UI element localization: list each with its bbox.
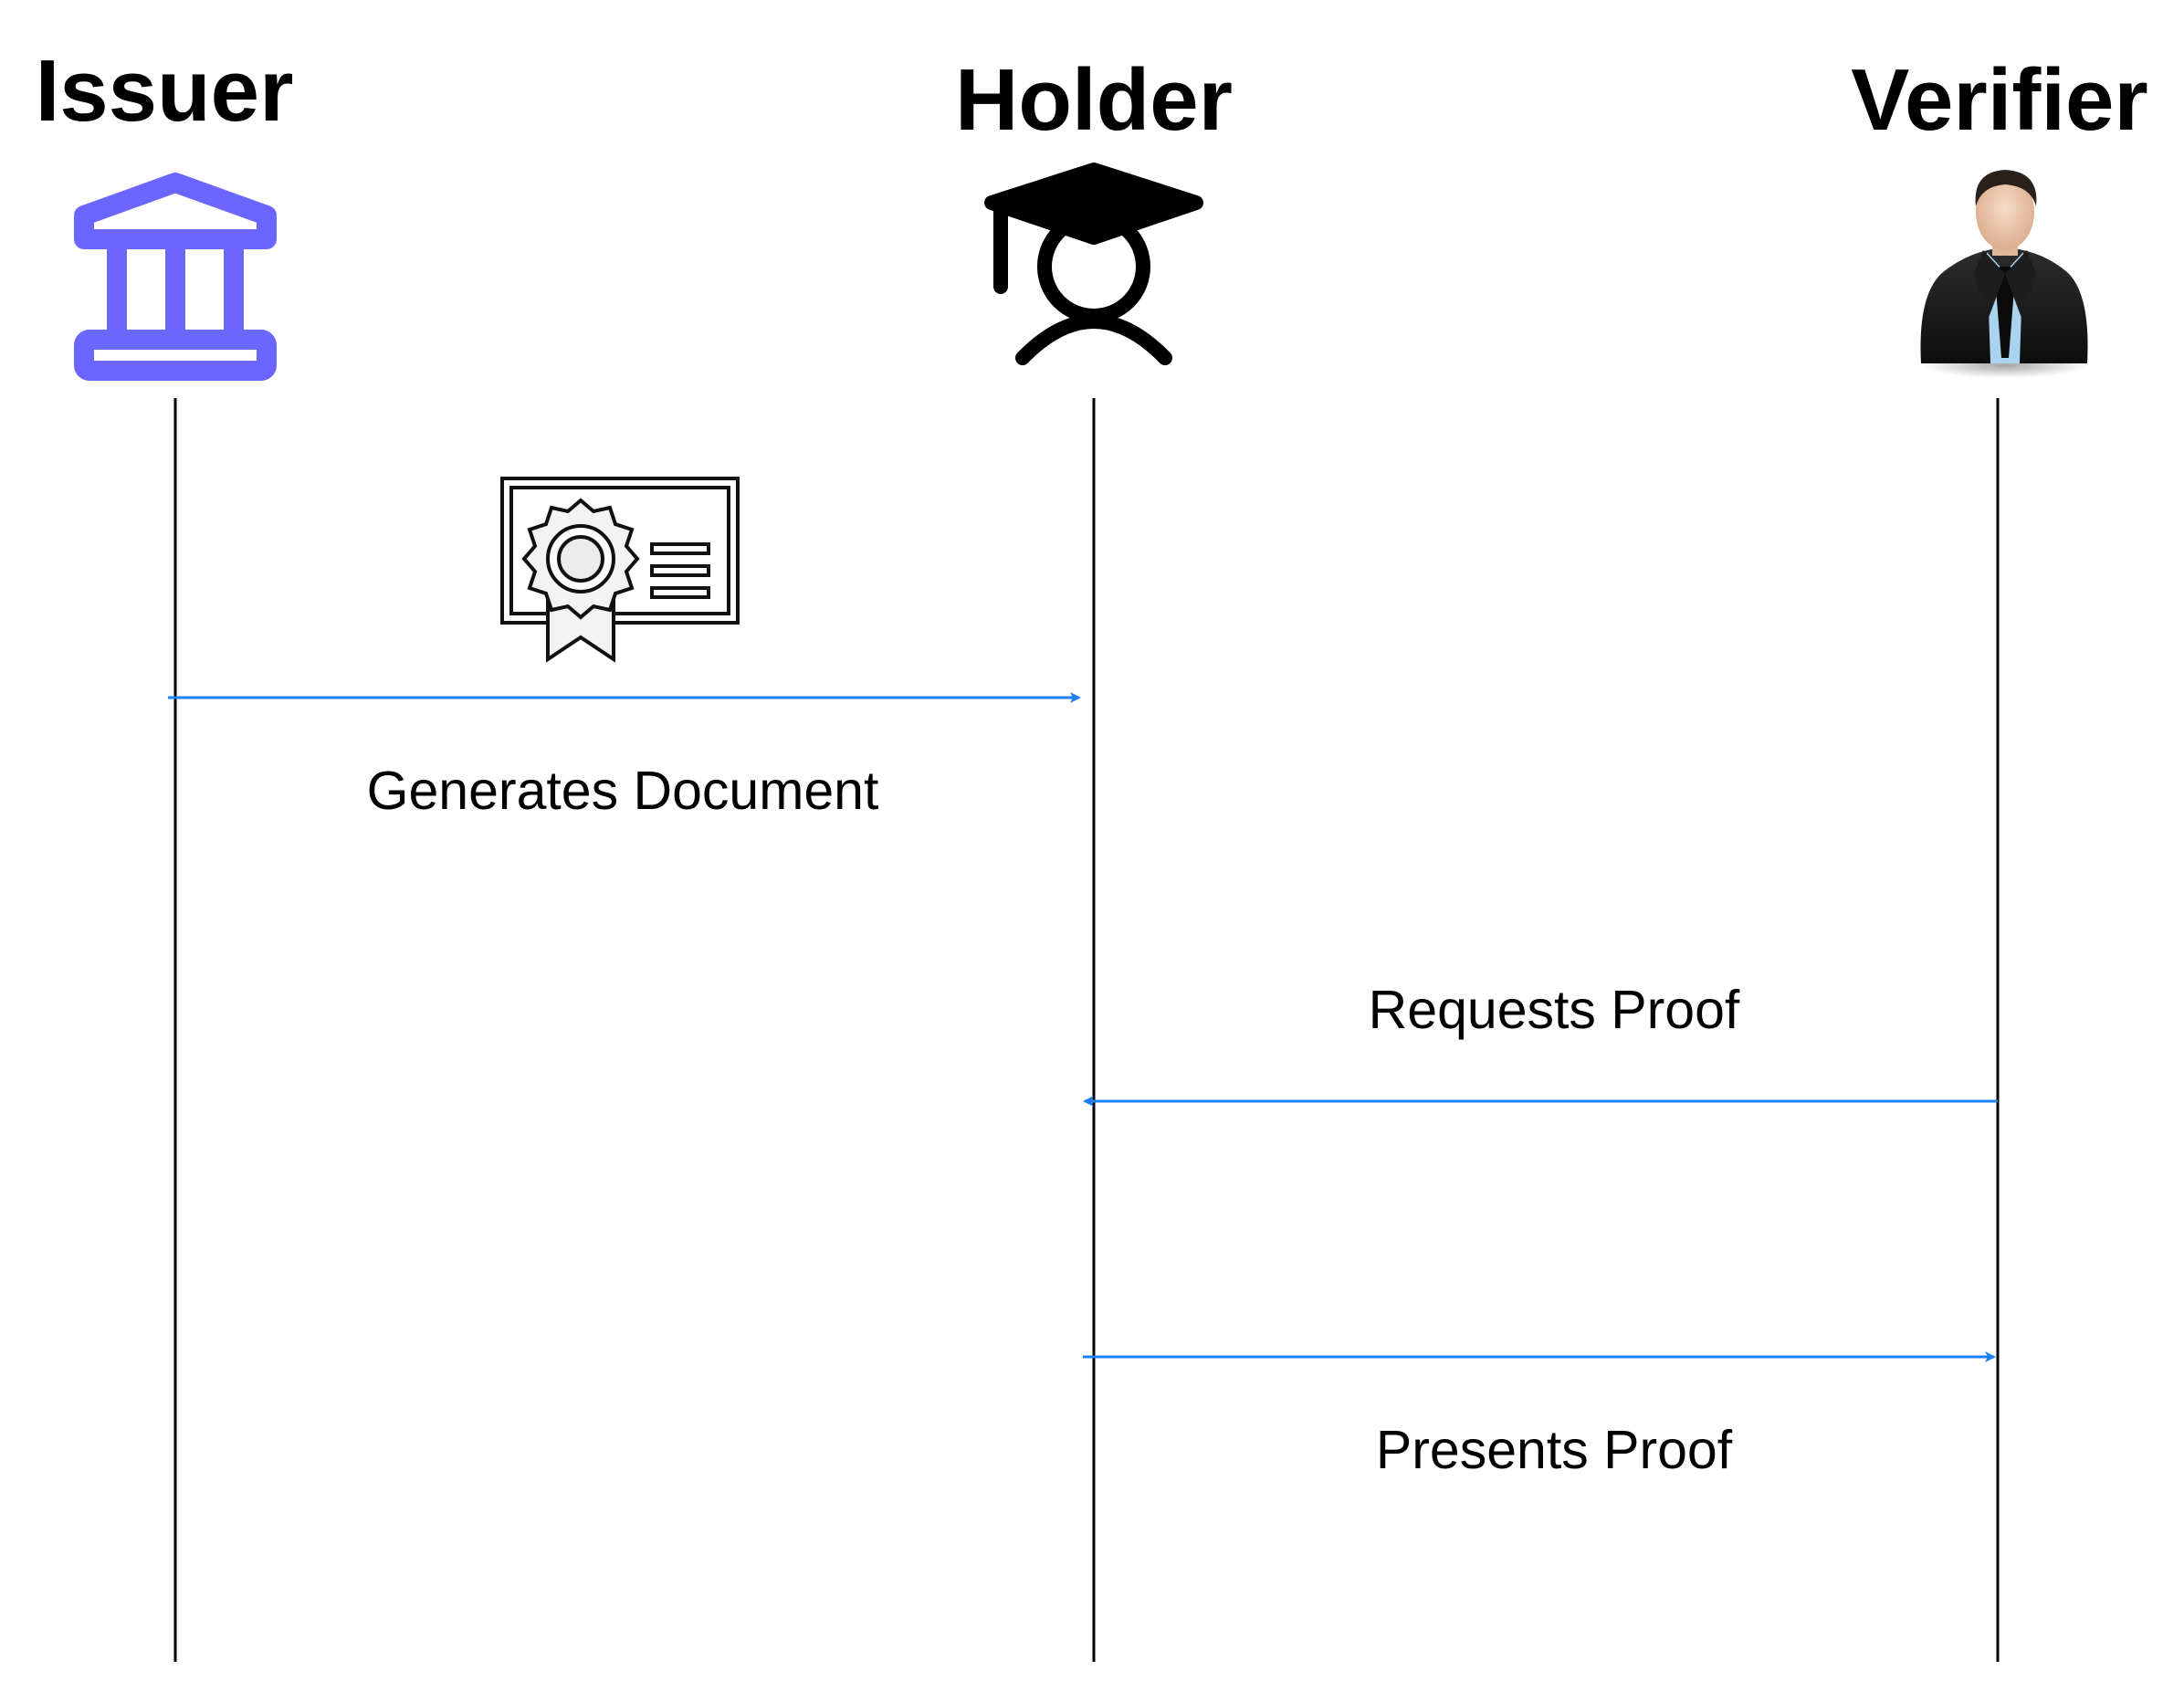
actor-title-issuer: Issuer: [36, 42, 294, 140]
bank-icon: [74, 173, 277, 381]
businessman-icon: [1920, 170, 2089, 378]
graduate-student-icon: [984, 163, 1203, 365]
message-label-generates-document: Generates Document: [367, 761, 879, 821]
actor-title-verifier: Verifier: [1851, 51, 2148, 149]
actor-title-holder: Holder: [955, 51, 1233, 149]
certificate-icon: [500, 477, 740, 663]
message-label-requests-proof: Requests Proof: [1369, 980, 1740, 1040]
message-label-presents-proof: Presents Proof: [1376, 1420, 1733, 1480]
